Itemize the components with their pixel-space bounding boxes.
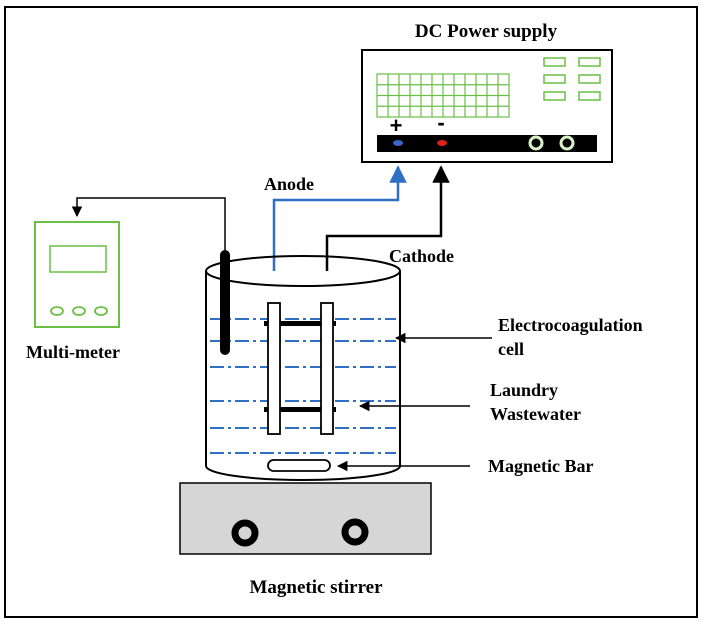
cathode-electrode bbox=[320, 302, 334, 435]
negative-terminal bbox=[437, 140, 447, 146]
control-button bbox=[578, 74, 601, 84]
control-button bbox=[578, 57, 601, 67]
multimeter-wire bbox=[71, 197, 226, 250]
positive-terminal bbox=[393, 140, 403, 146]
multimeter-button bbox=[94, 306, 108, 316]
knob bbox=[559, 135, 575, 151]
cathode-label: Cathode bbox=[389, 246, 454, 266]
multimeter-probe bbox=[220, 250, 230, 355]
stirrer-knob bbox=[231, 519, 259, 547]
plus-sign: + bbox=[390, 113, 403, 138]
laundry-label-line1: Laundry bbox=[490, 380, 558, 400]
anode-wire bbox=[272, 165, 407, 303]
magnetic-bar bbox=[267, 459, 331, 472]
stirrer-body bbox=[179, 482, 432, 555]
multimeter: Multi-meter bbox=[26, 221, 120, 362]
control-button bbox=[543, 91, 566, 101]
beaker-body bbox=[205, 271, 401, 481]
control-button bbox=[578, 91, 601, 101]
control-button bbox=[543, 57, 566, 67]
minus-sign: - bbox=[437, 110, 444, 135]
anode-electrode bbox=[267, 302, 281, 435]
multimeter-body bbox=[34, 221, 120, 328]
magnetic-bar-label: Magnetic Bar bbox=[488, 456, 593, 476]
multimeter-display bbox=[49, 245, 107, 273]
figure-border bbox=[4, 6, 698, 618]
stirrer-knob bbox=[341, 518, 369, 546]
anode-label: Anode bbox=[264, 174, 314, 194]
electrode-connector-bar bbox=[264, 321, 336, 326]
ec-cell-label-line1: Electrocoagulation bbox=[498, 315, 643, 335]
electrode-connector-bar bbox=[264, 407, 336, 412]
multimeter-button bbox=[72, 306, 86, 316]
ec-cell-label-line2: cell bbox=[498, 339, 524, 359]
dc-power-supply: DC Power supply + - bbox=[361, 21, 613, 163]
knob bbox=[528, 135, 544, 151]
power-supply-display bbox=[376, 73, 510, 118]
control-button bbox=[543, 74, 566, 84]
multimeter-button bbox=[50, 306, 64, 316]
magnetic-stirrer: Magnetic stirrer bbox=[179, 482, 432, 598]
beaker-rim bbox=[205, 255, 401, 287]
laundry-label-line2: Wastewater bbox=[490, 404, 581, 424]
cathode-wire bbox=[325, 165, 450, 303]
power-supply-buttons bbox=[543, 57, 601, 101]
power-supply-label: DC Power supply bbox=[415, 21, 558, 42]
multimeter-label: Multi-meter bbox=[26, 342, 120, 362]
magnetic-stirrer-label: Magnetic stirrer bbox=[249, 577, 383, 598]
electrocoagulation-cell bbox=[205, 250, 401, 481]
